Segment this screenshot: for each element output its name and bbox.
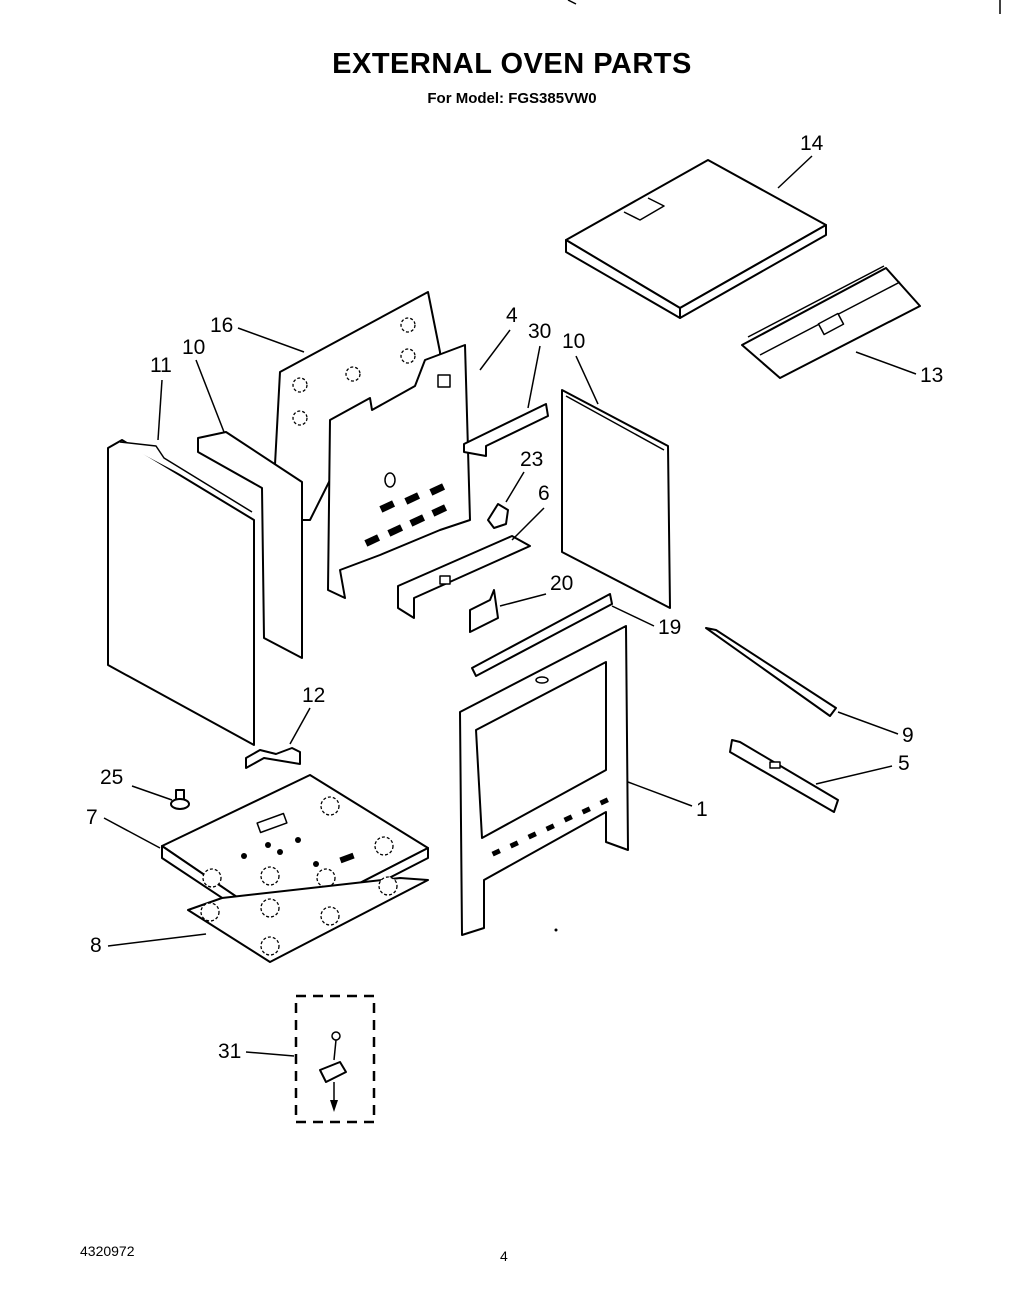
page-title: EXTERNAL OVEN PARTS [332, 48, 692, 80]
callout-16: 16 [210, 314, 233, 337]
leader-13 [855, 351, 917, 375]
callout-31: 31 [218, 1040, 241, 1063]
leader-20 [499, 593, 547, 607]
callout-9: 9 [902, 724, 914, 747]
leader-8 [107, 933, 207, 947]
model-subtitle: For Model: FGS385VW0 [427, 90, 597, 107]
leader-5 [815, 765, 893, 785]
callout-23: 23 [520, 448, 543, 471]
leader-10-right [575, 355, 599, 405]
callout-25: 25 [100, 766, 123, 789]
leader-23 [505, 471, 525, 503]
leader-14 [777, 155, 813, 189]
callout-5: 5 [898, 752, 910, 775]
part-11-left-outer-side [107, 439, 255, 746]
callout-20: 20 [550, 572, 573, 595]
leader-19 [611, 605, 655, 627]
part-23-clip [487, 503, 509, 529]
part-10-left-side-panel [197, 431, 303, 659]
part-5-vent-bracket [729, 739, 839, 813]
document-number: 4320972 [80, 1243, 135, 1259]
callout-6: 6 [538, 482, 550, 505]
page-number: 4 [500, 1248, 508, 1264]
callout-1: 1 [696, 798, 708, 821]
callout-14: 14 [800, 132, 824, 155]
leader-7 [103, 817, 161, 849]
leader-30 [527, 345, 541, 409]
callout-7: 7 [86, 806, 98, 829]
part-4-inner-back-panel [327, 344, 471, 599]
part-1-front-frame [459, 625, 629, 936]
leader-10-left [195, 359, 225, 433]
callout-12: 12 [302, 684, 325, 707]
leader-1 [627, 781, 693, 807]
callout-4: 4 [506, 304, 518, 327]
stray-dot [554, 928, 558, 932]
callout-10-left: 10 [182, 336, 205, 359]
leader-25 [131, 785, 173, 801]
part-8-under-pan [187, 876, 429, 963]
part-6-lower-bracket [397, 535, 531, 619]
leader-31 [245, 1051, 295, 1057]
part-30-bracket [463, 403, 549, 457]
callout-11: 11 [150, 354, 172, 377]
leader-4 [479, 329, 511, 371]
callout-30: 30 [528, 320, 551, 343]
part-25-leveling-leg [170, 789, 190, 810]
part-14-top-panel [565, 159, 827, 319]
leader-12 [289, 707, 311, 745]
leader-16 [237, 327, 305, 353]
part-13-channel-bracket [741, 265, 921, 379]
part-12-bracket [245, 747, 301, 769]
callout-13: 13 [920, 364, 943, 387]
leader-9 [837, 711, 899, 735]
part-31-kit [294, 994, 376, 1124]
callout-19: 19 [658, 616, 681, 639]
part-19-trim-strip [471, 593, 613, 677]
callout-10-right: 10 [562, 330, 585, 353]
leader-6 [511, 507, 545, 541]
part-10-right-side-panel [561, 389, 671, 609]
scan-mark [567, 0, 577, 5]
callout-8: 8 [90, 934, 102, 957]
part-9-side-trim [705, 627, 837, 717]
part-20-bracket [469, 589, 499, 633]
leader-11 [157, 379, 163, 441]
